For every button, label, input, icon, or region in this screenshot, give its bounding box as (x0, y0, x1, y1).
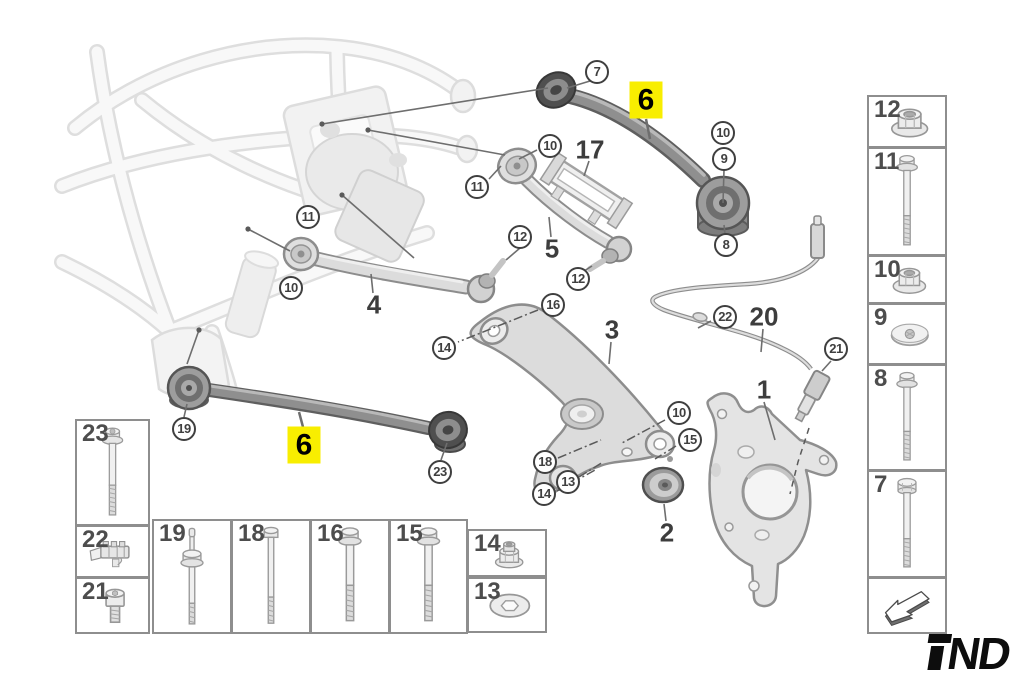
callout-10: 10 (667, 401, 691, 425)
part-box-number: 14 (474, 530, 501, 557)
part-box-number: 10 (874, 256, 901, 283)
part-box-number: 23 (82, 420, 109, 447)
part-box-15: 15 (389, 519, 468, 634)
camber-arm (496, 147, 633, 272)
part-label-5: 5 (544, 233, 560, 264)
callout-18: 18 (533, 450, 557, 474)
callout-12: 12 (566, 267, 590, 291)
part-box-22: 22 (75, 525, 150, 578)
abs-sensor (794, 369, 831, 423)
part-box-direction-arrow (867, 577, 947, 634)
direction-arrow-icon (884, 591, 930, 627)
part-box-9: 9 (867, 303, 947, 365)
part-box-number: 22 (82, 526, 109, 553)
wheel-knuckle (706, 392, 838, 608)
part-box-18: 18 (231, 519, 311, 634)
part-box-number: 13 (474, 578, 501, 605)
callout-8: 8 (714, 233, 738, 257)
part-box-number: 18 (238, 520, 265, 547)
upper-guide-link-featured (535, 71, 751, 237)
part-box-19: 19 (152, 519, 232, 634)
callout-14: 14 (532, 482, 556, 506)
part-label-20: 20 (749, 301, 779, 332)
part-label-2: 2 (659, 517, 675, 548)
part-box-number: 8 (874, 365, 888, 392)
highlighted-callout-6: 6 (629, 81, 663, 119)
callout-12: 12 (508, 225, 532, 249)
callout-11: 11 (296, 205, 320, 229)
lower-wishbone (469, 303, 676, 496)
adjustment-bracket (539, 151, 634, 230)
callout-21: 21 (824, 337, 848, 361)
highlighted-callout-6: 6 (287, 426, 321, 464)
logo-letter-i (927, 634, 953, 670)
part-box-number: 9 (874, 304, 888, 331)
callout-16: 16 (541, 293, 565, 317)
callout-11: 11 (465, 175, 489, 199)
part-box-number: 19 (159, 520, 186, 547)
rear-subframe-faded (54, 37, 479, 398)
part-box-14: 14 (467, 529, 547, 577)
callout-10: 10 (538, 134, 562, 158)
part-label-3: 3 (604, 314, 620, 345)
part-box-10: 10 (867, 255, 947, 304)
part-box-number: 12 (874, 96, 901, 123)
callout-9: 9 (712, 147, 736, 171)
logo-letters: ND (943, 628, 1014, 679)
toe-arm (282, 236, 506, 304)
callout-14: 14 (432, 336, 456, 360)
ind-logo-text: ND (927, 628, 1014, 679)
part-box-11: 11 (867, 147, 947, 256)
callout-13: 13 (556, 470, 580, 494)
callout-19: 19 (172, 417, 196, 441)
part-box-21: 21 (75, 577, 150, 634)
part-box-8: 8 (867, 364, 947, 471)
cable-connector (810, 223, 825, 259)
callout-23: 23 (428, 460, 452, 484)
rubber-bushing (641, 466, 685, 504)
logo-i-bar (927, 634, 953, 643)
part-box-number: 7 (874, 471, 888, 498)
abs-sensor-cable (650, 215, 831, 423)
callout-15: 15 (678, 428, 702, 452)
part-box-number: 11 (874, 148, 900, 175)
leader-lines (183, 80, 832, 522)
part-box-number: 21 (82, 578, 109, 605)
part-label-4: 4 (366, 289, 382, 320)
ind-logo: ND (927, 628, 1014, 679)
part-box-13: 13 (467, 577, 547, 633)
callout-10: 10 (279, 276, 303, 300)
part-box-number: 15 (396, 520, 423, 547)
part-label-1: 1 (756, 374, 772, 405)
lower-guide-link-featured (166, 365, 468, 453)
part-box-12: 12 (867, 95, 947, 148)
callout-22: 22 (713, 305, 737, 329)
part-label-17: 17 (575, 134, 605, 165)
part-box-number: 16 (317, 520, 344, 547)
part-box-7: 7 (867, 470, 947, 578)
callout-10: 10 (711, 121, 735, 145)
part-box-23: 23 (75, 419, 150, 526)
part-box-16: 16 (310, 519, 390, 634)
callout-7: 7 (585, 60, 609, 84)
